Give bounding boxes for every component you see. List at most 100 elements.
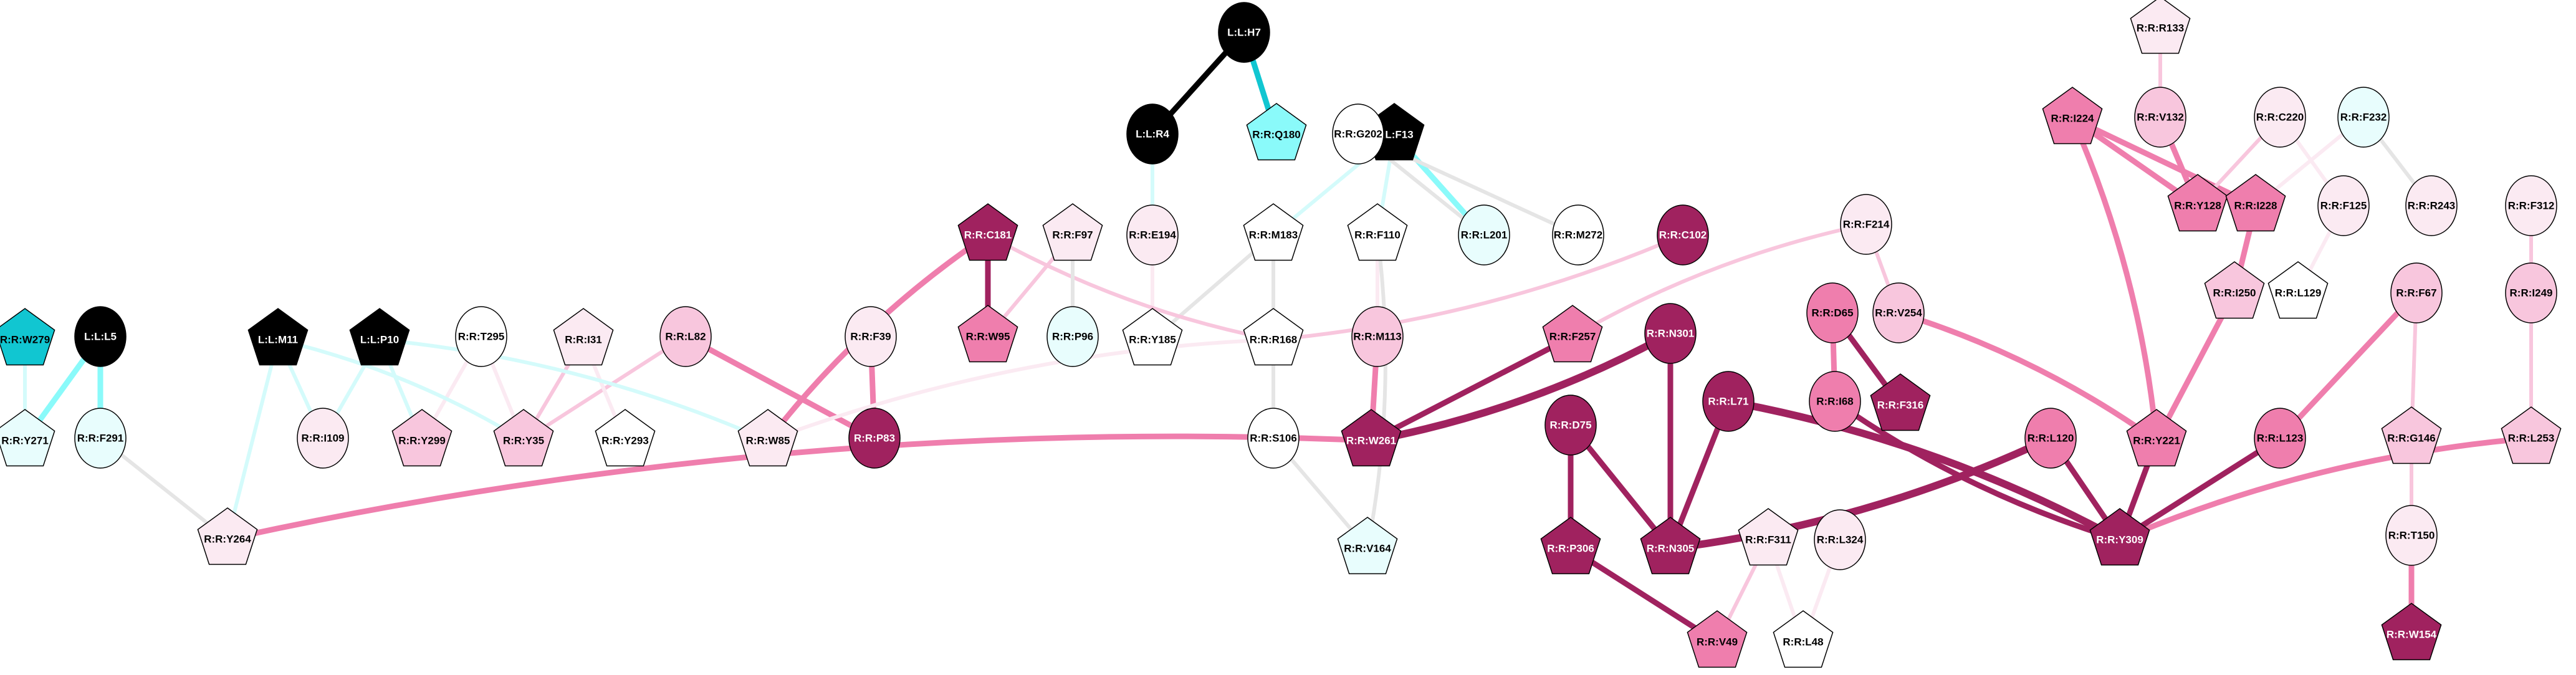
node-r-r-w95[interactable]: R:R:W95 xyxy=(957,305,1018,363)
node-r-r-w279[interactable]: R:R:W279 xyxy=(0,308,55,366)
node-r-r-l120[interactable]: R:R:L120 xyxy=(2024,408,2077,469)
node-r-r-d65[interactable]: R:R:D65 xyxy=(1806,282,1859,343)
node-r-r-y264[interactable]: R:R:Y264 xyxy=(197,507,258,565)
node-r-r-t295[interactable]: R:R:T295 xyxy=(455,306,507,367)
node-label: R:R:L123 xyxy=(2257,433,2304,444)
node-r-r-y35[interactable]: R:R:Y35 xyxy=(493,409,554,467)
node-label: R:R:F125 xyxy=(2320,200,2367,212)
node-label: R:R:I31 xyxy=(565,334,602,346)
node-r-r-v254[interactable]: R:R:V254 xyxy=(1872,282,1925,343)
node-r-r-f257[interactable]: R:R:F257 xyxy=(1542,305,1603,363)
node-l-l-p10[interactable]: L:L:P10 xyxy=(349,308,410,366)
node-r-r-q180[interactable]: R:R:Q180 xyxy=(1246,103,1307,161)
node-label: L:L:R4 xyxy=(1136,128,1169,140)
node-r-r-c181[interactable]: R:R:C181 xyxy=(957,203,1018,261)
node-label: R:R:L129 xyxy=(2275,287,2322,299)
node-r-r-y293[interactable]: R:R:Y293 xyxy=(595,409,656,467)
edge-r-r-v254-to-r-r-y221 xyxy=(1897,310,2158,443)
node-r-r-s106[interactable]: R:R:S106 xyxy=(1247,408,1300,469)
circle-node-shape xyxy=(1552,204,1604,266)
node-r-r-y185[interactable]: R:R:Y185 xyxy=(1122,308,1183,366)
node-r-r-f39[interactable]: R:R:F39 xyxy=(845,306,897,367)
node-r-r-p83[interactable]: R:R:P83 xyxy=(848,408,901,469)
node-r-r-f97[interactable]: R:R:F97 xyxy=(1042,203,1103,261)
node-r-r-p96[interactable]: R:R:P96 xyxy=(1046,306,1099,367)
node-r-r-l201[interactable]: R:R:L201 xyxy=(1458,204,1510,266)
node-r-r-w261[interactable]: R:R:W261 xyxy=(1341,409,1402,467)
node-r-r-v49[interactable]: R:R:V49 xyxy=(1687,610,1748,668)
node-r-r-f311[interactable]: R:R:F311 xyxy=(1738,508,1799,566)
node-r-r-g202[interactable]: R:R:G202 xyxy=(1332,103,1384,165)
node-r-r-f291[interactable]: R:R:F291 xyxy=(74,408,127,469)
node-r-r-n301[interactable]: R:R:N301 xyxy=(1644,303,1697,364)
node-r-r-c102[interactable]: R:R:C102 xyxy=(1657,204,1709,266)
node-label: L:L:M11 xyxy=(258,334,298,346)
node-r-r-l71[interactable]: R:R:L71 xyxy=(1702,371,1755,432)
node-r-r-w154[interactable]: R:R:W154 xyxy=(2381,603,2442,661)
node-r-r-y128[interactable]: R:R:Y128 xyxy=(2167,174,2228,232)
node-r-r-l253[interactable]: R:R:L253 xyxy=(2501,406,2562,464)
node-l-l-h7[interactable]: L:L:H7 xyxy=(1218,2,1270,63)
pentagon-node-shape xyxy=(1122,308,1183,366)
node-r-r-v164[interactable]: R:R:V164 xyxy=(1337,517,1398,575)
node-label: L:L:P10 xyxy=(360,334,399,346)
edge-r-r-n301-to-r-r-w261 xyxy=(1370,330,1672,444)
node-r-r-e194[interactable]: R:R:E194 xyxy=(1126,204,1179,266)
node-r-r-i68[interactable]: R:R:I68 xyxy=(1809,371,1861,432)
node-r-r-w85[interactable]: R:R:W85 xyxy=(737,409,798,467)
circle-node-shape xyxy=(1544,395,1597,456)
node-r-r-i250[interactable]: R:R:I250 xyxy=(2204,261,2265,319)
node-r-r-n305[interactable]: R:R:N305 xyxy=(1640,517,1701,575)
pentagon-node-shape xyxy=(1738,508,1799,566)
node-label: R:R:W154 xyxy=(2387,629,2437,641)
node-r-r-i249[interactable]: R:R:I249 xyxy=(2505,262,2557,323)
node-r-r-f125[interactable]: R:R:F125 xyxy=(2317,175,2370,236)
node-r-r-r133[interactable]: R:R:R133 xyxy=(2130,0,2191,54)
node-r-r-r243[interactable]: R:R:R243 xyxy=(2405,175,2458,236)
pentagon-node-shape xyxy=(247,308,309,366)
node-r-r-m183[interactable]: R:R:M183 xyxy=(1243,203,1304,261)
node-label: R:R:P306 xyxy=(1547,543,1594,555)
node-r-r-i224[interactable]: R:R:I224 xyxy=(2042,87,2103,145)
circle-node-shape xyxy=(845,306,897,367)
node-r-r-p306[interactable]: R:R:P306 xyxy=(1540,517,1601,575)
node-l-l-m11[interactable]: L:L:M11 xyxy=(247,308,309,366)
node-l-l-l5[interactable]: L:L:L5 xyxy=(74,306,127,367)
node-r-r-y221[interactable]: R:R:Y221 xyxy=(2126,409,2187,467)
node-r-r-f316[interactable]: R:R:F316 xyxy=(1870,373,1931,431)
node-r-r-f312[interactable]: R:R:F312 xyxy=(2505,175,2557,236)
node-r-r-i31[interactable]: R:R:I31 xyxy=(553,308,614,366)
node-r-r-m272[interactable]: R:R:M272 xyxy=(1552,204,1604,266)
node-label: R:R:Y35 xyxy=(503,435,544,447)
node-r-r-r168[interactable]: R:R:R168 xyxy=(1243,308,1304,366)
node-r-r-f232[interactable]: R:R:F232 xyxy=(2337,87,2390,148)
node-r-r-i109[interactable]: R:R:I109 xyxy=(297,408,349,469)
node-r-r-y309[interactable]: R:R:Y309 xyxy=(2089,508,2150,566)
node-label: R:R:Y299 xyxy=(398,435,446,447)
node-r-r-t150[interactable]: R:R:T150 xyxy=(2385,505,2438,566)
node-label: L:L:H7 xyxy=(1227,27,1261,39)
node-r-r-l129[interactable]: R:R:L129 xyxy=(2267,261,2329,319)
node-r-r-i228[interactable]: R:R:I228 xyxy=(2225,174,2286,232)
node-r-r-f67[interactable]: R:R:F67 xyxy=(2390,262,2443,323)
node-r-r-m113[interactable]: R:R:M113 xyxy=(1351,306,1404,367)
node-r-r-l123[interactable]: R:R:L123 xyxy=(2254,408,2306,469)
node-r-r-v132[interactable]: R:R:V132 xyxy=(2134,87,2186,148)
node-label: R:R:V254 xyxy=(1875,307,1922,319)
edge-r-r-c181-to-r-r-r168 xyxy=(987,233,1274,342)
node-r-r-l48[interactable]: R:R:L48 xyxy=(1773,610,1834,668)
node-r-r-f110[interactable]: R:R:F110 xyxy=(1347,203,1408,261)
node-r-r-c220[interactable]: R:R:C220 xyxy=(2254,87,2306,148)
node-r-r-d75[interactable]: R:R:D75 xyxy=(1544,395,1597,456)
node-r-r-y299[interactable]: R:R:Y299 xyxy=(391,409,452,467)
node-r-r-l324[interactable]: R:R:L324 xyxy=(1814,509,1866,570)
pentagon-node-shape xyxy=(197,507,258,565)
node-label: R:R:L82 xyxy=(665,331,706,343)
node-label: R:R:Q180 xyxy=(1252,129,1300,141)
node-l-l-r4[interactable]: L:L:R4 xyxy=(1126,103,1179,165)
node-r-r-g146[interactable]: R:R:G146 xyxy=(2381,406,2442,464)
node-r-r-l82[interactable]: R:R:L82 xyxy=(659,306,712,367)
node-r-r-y271[interactable]: R:R:Y271 xyxy=(0,409,55,467)
node-r-r-f214[interactable]: R:R:F214 xyxy=(1840,194,1892,255)
